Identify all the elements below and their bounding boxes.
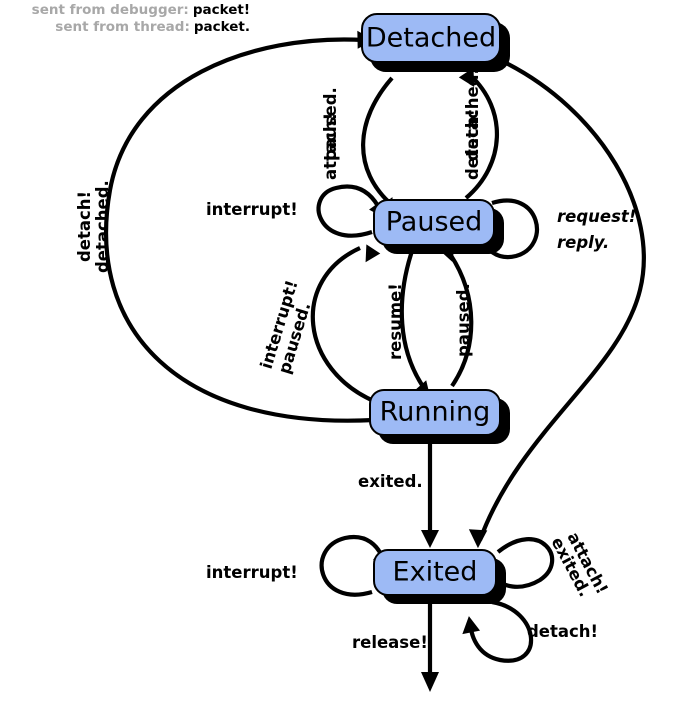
edge-label-interrupt-exited-self: interrupt!: [206, 563, 298, 582]
edge-label-detach-detached-right-line1: detach!: [463, 109, 482, 180]
edge-label-paused-up: paused.: [454, 283, 473, 357]
edge-label-detach-exited-self: detach!: [527, 622, 598, 641]
legend-value-thread: packet.: [193, 19, 250, 35]
legend-value-debugger: packet!: [192, 2, 250, 18]
edge-paused-to-running: [399, 250, 431, 399]
edge-running-to-paused-interrupt: [310, 244, 381, 404]
edge-exited-self-detach-arrowhead: [462, 616, 481, 635]
edge-exited-release-arrowhead: [421, 672, 439, 692]
node-detached-body[interactable]: [361, 13, 501, 63]
edge-exited-release: [421, 604, 439, 692]
node-exited-body[interactable]: [373, 549, 497, 596]
node-paused[interactable]: Paused: [373, 199, 504, 254]
edge-detached-to-exited: [468, 60, 646, 549]
edge-label-release: release!: [352, 633, 428, 652]
edge-paused-to-detached-path: [464, 73, 500, 200]
node-detached-label: Detached: [366, 23, 496, 54]
node-exited-label: Exited: [393, 557, 478, 588]
edge-label-interrupt-paused-self: interrupt!: [206, 200, 298, 219]
node-exited[interactable]: Exited: [373, 549, 506, 604]
edge-running-to-exited-arrowhead: [421, 530, 439, 548]
legend-row-debugger: sent from debugger:packet!: [0, 2, 250, 19]
edge-label-detach-detached-right-line2: detached.: [463, 68, 482, 161]
edge-label-request: request!: [557, 207, 636, 226]
legend-row-thread: sent from thread:packet.: [0, 19, 250, 36]
edge-paused-to-running-path: [399, 250, 426, 390]
edge-label-resume: resume!: [386, 283, 405, 360]
node-paused-body[interactable]: [373, 199, 495, 246]
edge-running-to-exited: [421, 443, 439, 548]
node-running[interactable]: Running: [369, 389, 510, 444]
legend-key-debugger: sent from debugger:: [31, 2, 189, 18]
edge-exited-self-detach: [462, 599, 534, 663]
edge-label-detach-detached-left-line1: detach!: [75, 191, 94, 262]
edge-exited-self-attach-path: [492, 537, 555, 589]
edge-exited-self-interrupt-path: [319, 534, 384, 597]
edge-detached-to-exited-arrowhead: [468, 529, 488, 549]
edge-running-to-paused-path: [448, 252, 474, 388]
edge-running-to-paused-interrupt-path: [310, 246, 377, 404]
edge-label-attach-paused-line2: paused.: [321, 87, 340, 161]
node-paused-label: Paused: [386, 207, 483, 238]
edge-label-reply: reply.: [557, 233, 609, 252]
legend: sent from debugger:packet! sent from thr…: [0, 0, 250, 36]
edge-label-detach-detached-left-line2: detached.: [93, 180, 112, 273]
legend-key-thread: sent from thread:: [55, 19, 190, 35]
node-detached[interactable]: Detached: [361, 13, 510, 72]
edge-exited-self-detach-path: [467, 599, 534, 663]
node-running-label: Running: [380, 397, 491, 428]
edge-detached-to-exited-path: [478, 60, 646, 541]
edge-paused-to-detached-arrowhead: [458, 67, 475, 88]
edge-running-to-detached-path: [104, 37, 375, 423]
edge-label-attach-paused-line1: attach!: [321, 113, 340, 180]
edge-paused-to-detached: [458, 67, 500, 200]
edge-label-exited: exited.: [358, 472, 423, 491]
edge-running-to-paused-interrupt-arrowhead: [365, 244, 381, 263]
node-running-body[interactable]: [369, 389, 501, 436]
edge-paused-self-interrupt-path: [316, 184, 380, 238]
edge-detached-to-paused-path: [361, 76, 394, 207]
